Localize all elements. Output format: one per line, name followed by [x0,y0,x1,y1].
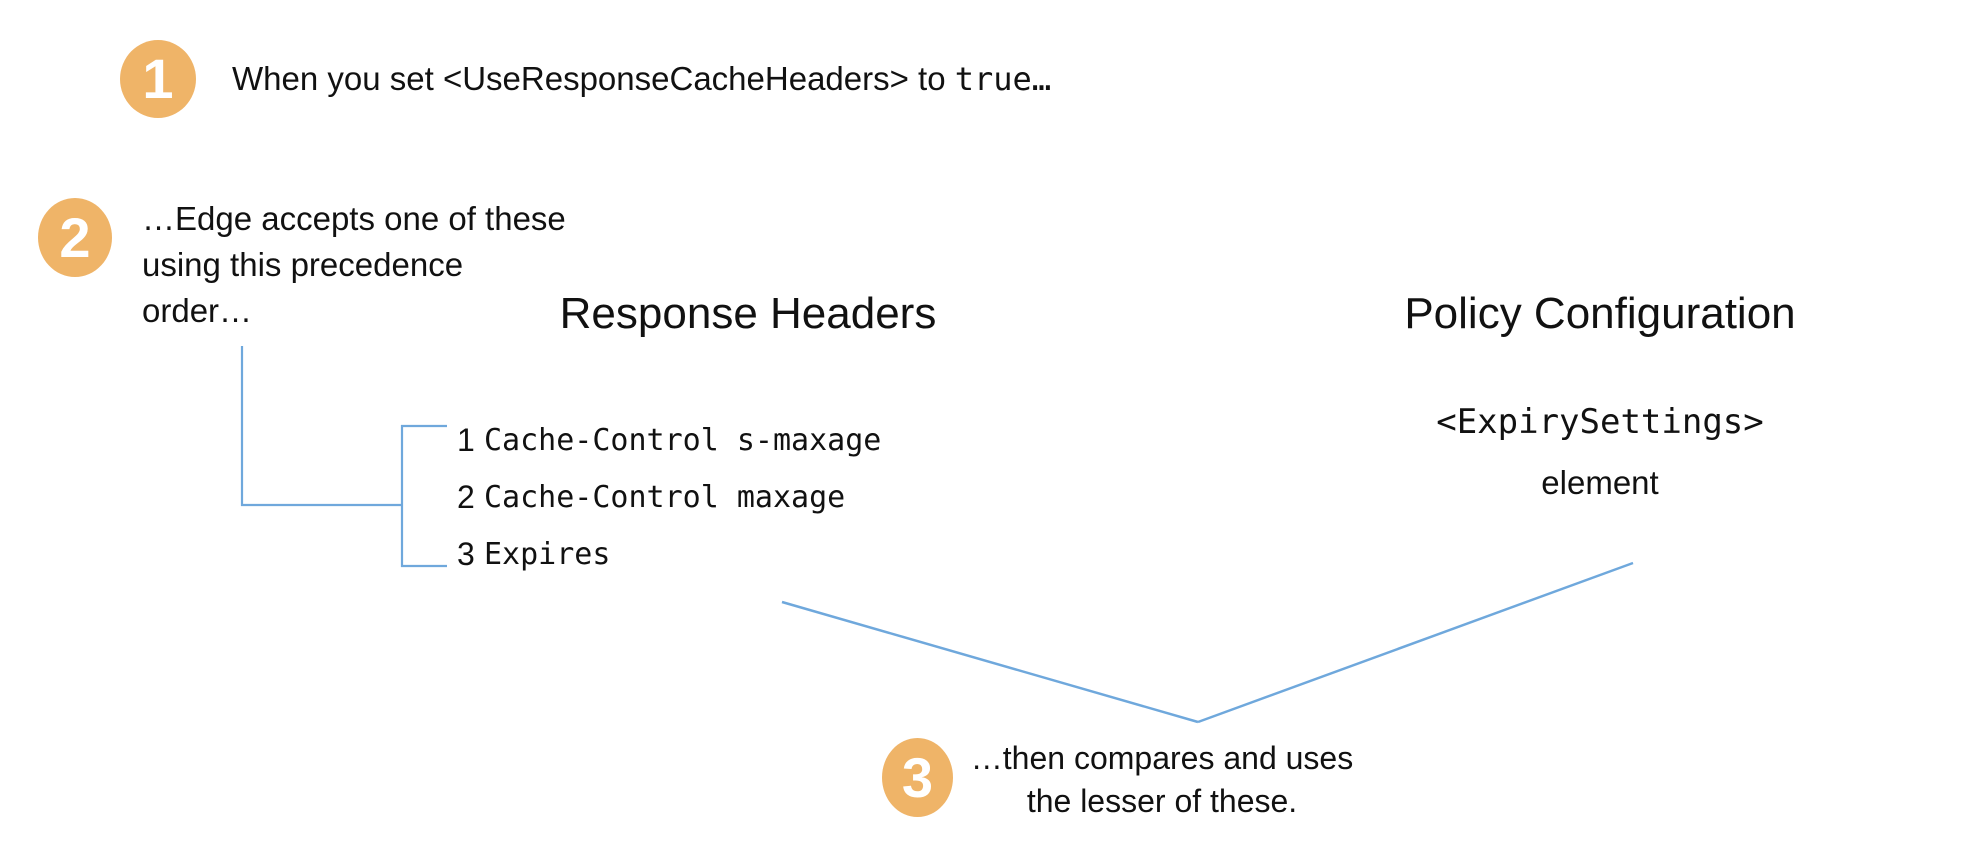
step-3-text: …then compares and uses the lesser of th… [957,737,1367,823]
step-1-text: When you set <UseResponseCacheHeaders> t… [232,57,1051,101]
list-item-rank: 2 [457,479,475,515]
policy-config-diagonal [1197,561,1634,724]
step-3-line-2: the lesser of these. [1026,783,1298,819]
list-item-rank: 3 [457,536,475,572]
step-1-number: 1 [142,47,174,110]
response-headers-heading: Response Headers [559,289,937,338]
step-1-text-code: true… [954,60,1052,98]
list-item: 2 Cache-Control maxage [457,469,881,526]
step-2-line-3: order… [142,292,253,329]
step-2-line-1: …Edge accepts one of these [142,200,566,237]
response-headers-list: 1 Cache-Control s-maxage 2 Cache-Control… [457,412,881,583]
step-2-text: …Edge accepts one of these using this pr… [142,196,566,334]
policy-configuration-heading: Policy Configuration [1404,289,1796,338]
step-3-line-1: …then compares and uses [970,740,1354,776]
step-2-badge: 2 [38,198,112,277]
step-2-number: 2 [59,205,91,269]
step-2-line-2: using this precedence [142,246,464,283]
list-item-code: Cache-Control s-maxage [484,423,882,458]
expiry-settings-caption: element [1541,464,1659,501]
step-1-badge: 1 [120,40,196,118]
list-item-code: Cache-Control maxage [484,480,846,515]
step-3-number: 3 [901,745,934,809]
step-1-text-plain: When you set <UseResponseCacheHeaders> t… [232,60,955,97]
step-3-badge: 3 [882,738,953,817]
list-item: 1 Cache-Control s-maxage [457,412,881,469]
list-item-rank: 1 [457,422,475,458]
list-item-code: Expires [484,537,611,572]
response-headers-diagonal [781,600,1199,724]
expiry-settings-code: <ExpirySettings> [1436,402,1764,442]
list-item: 3 Expires [457,526,881,583]
